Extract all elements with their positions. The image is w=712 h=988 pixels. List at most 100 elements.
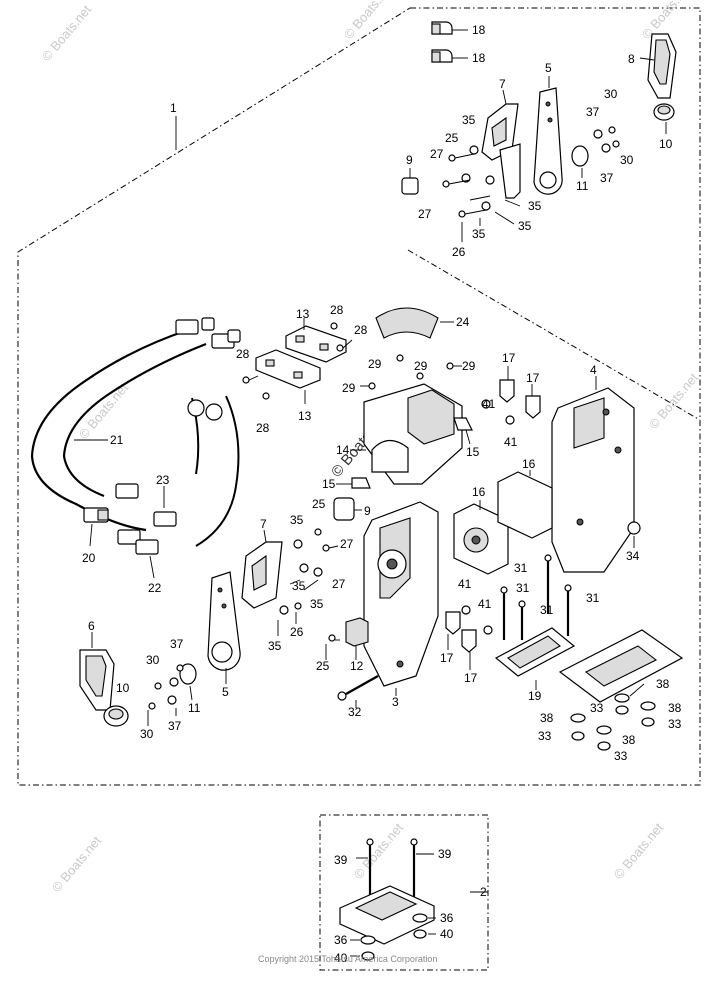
part-41-washers — [461, 399, 515, 635]
callout-37d: 37 — [168, 719, 182, 733]
part-20-connector — [83, 507, 109, 547]
callout-38a: 38 — [656, 677, 670, 691]
callout-31d: 31 — [540, 603, 554, 617]
callout-40b: 40 — [334, 951, 348, 965]
callout-29b: 29 — [414, 359, 428, 373]
callout-27c: 27 — [340, 537, 354, 551]
callout-16b: 16 — [472, 485, 486, 499]
assembly-1-subdivider — [407, 249, 701, 421]
callout-19: 19 — [528, 689, 542, 703]
callout-30b: 30 — [620, 153, 634, 167]
callout-32: 32 — [348, 705, 362, 719]
callout-30a: 30 — [604, 87, 618, 101]
callout-10a: 10 — [659, 137, 673, 151]
part-7-cover-lower — [241, 529, 283, 609]
callout-17b: 17 — [526, 371, 540, 385]
part-15-clips — [336, 417, 473, 489]
callout-28d: 28 — [256, 421, 270, 435]
callout-41b: 41 — [504, 435, 518, 449]
part-13-bracket-upper — [285, 318, 347, 363]
callout-39a: 39 — [334, 853, 348, 867]
part-14-housing — [350, 383, 463, 485]
callout-3: 3 — [392, 695, 399, 709]
callout-28a: 28 — [330, 303, 344, 317]
callout-23: 23 — [156, 473, 170, 487]
callout-5a: 5 — [545, 61, 552, 75]
part-5-lever-arm-lower — [207, 571, 241, 684]
callout-33c: 33 — [538, 729, 552, 743]
callout-17c: 17 — [440, 651, 454, 665]
part-11-friction-lower — [179, 663, 197, 701]
callout-21: 21 — [110, 433, 124, 447]
callout-31a: 31 — [514, 561, 528, 575]
callout-12: 12 — [350, 659, 364, 673]
callout-11a: 11 — [576, 179, 589, 193]
part-13-bracket-lower — [255, 349, 321, 404]
callout-8: 8 — [628, 52, 635, 66]
callout-37a: 37 — [586, 105, 600, 119]
part-16-gear-plate-center — [453, 500, 509, 575]
callout-39b: 39 — [438, 847, 452, 861]
part-plate-right — [558, 629, 684, 703]
callout-35a: 35 — [462, 113, 476, 127]
callout-35g: 35 — [310, 597, 324, 611]
callout-29c: 29 — [462, 359, 476, 373]
lower-small-screws — [277, 528, 340, 660]
svg-text:© Boats.net: © Boats.net — [646, 370, 702, 432]
part-32-bolt — [337, 674, 379, 708]
callout-7b: 7 — [260, 517, 267, 531]
callout-33b: 33 — [668, 717, 682, 731]
callout-41a: 41 — [482, 397, 496, 411]
callout-22: 22 — [148, 581, 162, 595]
callout-38d: 38 — [622, 733, 636, 747]
part-18-caps — [431, 21, 468, 63]
svg-text:© Boats.net: © Boats.net — [341, 0, 397, 42]
callout-38b: 38 — [668, 701, 682, 715]
callout-31b: 31 — [516, 581, 530, 595]
callout-37b: 37 — [600, 171, 614, 185]
part-24-cover-plate — [375, 307, 454, 339]
callout-35h: 35 — [268, 639, 282, 653]
callout-18a: 18 — [472, 23, 486, 37]
callout-17a: 17 — [502, 351, 516, 365]
part-34-nut — [627, 521, 641, 548]
part-16-gear-plate-right — [497, 470, 553, 539]
callout-35e: 35 — [290, 513, 304, 527]
callout-13a: 13 — [296, 307, 310, 321]
part-9-knob-lower — [333, 497, 362, 521]
callout-40a: 40 — [440, 927, 454, 941]
callout-29d: 29 — [342, 381, 356, 395]
part-23-connector — [115, 483, 177, 527]
lower-left-screws — [147, 664, 184, 726]
callout-28b: 28 — [354, 323, 368, 337]
callout-10b: 10 — [116, 681, 130, 695]
callout-25b: 25 — [312, 497, 326, 511]
callout-35b: 35 — [528, 199, 542, 213]
callout-1: 1 — [170, 101, 177, 115]
part-10-collar-lower — [103, 705, 129, 727]
part-22-connector — [117, 529, 159, 579]
callout-26a: 26 — [452, 245, 466, 259]
callout-27d: 27 — [332, 577, 346, 591]
callout-29a: 29 — [368, 357, 382, 371]
callout-17d: 17 — [464, 671, 478, 685]
part-17-clips — [445, 366, 541, 670]
callout-27b: 27 — [418, 207, 432, 221]
callout-9a: 9 — [406, 153, 413, 167]
callout-37c: 37 — [170, 637, 184, 651]
part-bracket-upper — [499, 143, 521, 199]
callout-31c: 31 — [586, 591, 600, 605]
callout-16a: 16 — [522, 457, 536, 471]
part-7-cover-upper — [481, 89, 519, 161]
assembly-1-frame — [17, 7, 701, 786]
callout-24: 24 — [456, 315, 470, 329]
svg-text:© Boats.net: © Boats.net — [49, 833, 105, 895]
callout-25c: 25 — [316, 659, 330, 673]
callout-27a: 27 — [430, 147, 444, 161]
callout-28c: 28 — [236, 347, 250, 361]
callout-6: 6 — [88, 619, 95, 633]
part-33-38-nuts-washers — [570, 683, 656, 751]
part-11-friction-upper — [571, 145, 589, 178]
part-21-wire-harness — [30, 317, 241, 547]
